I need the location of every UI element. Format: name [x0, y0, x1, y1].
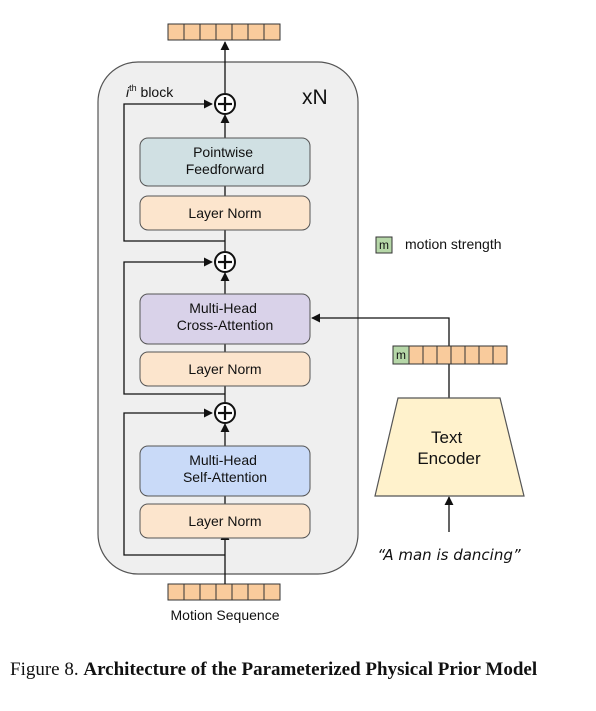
layer-norm-mid-label: Layer Norm	[188, 361, 261, 377]
layer-norm-bottom-label: Layer Norm	[188, 513, 261, 529]
text-encoder-label: Text Encoder	[417, 428, 481, 468]
residual-add-mid	[214, 251, 236, 273]
text-encoder-box	[374, 397, 525, 497]
residual-add-top	[214, 93, 236, 115]
input-label: Motion Sequence	[171, 607, 280, 623]
cross-attention-box	[139, 293, 311, 345]
layer-norm-bottom-box	[139, 503, 311, 539]
cross-attention-label: Multi-Head Cross-Attention	[177, 300, 273, 333]
layer-norm-top-label: Layer Norm	[188, 205, 261, 221]
residual-add-bottom	[214, 402, 236, 424]
repeat-count: xN	[302, 86, 328, 109]
architecture-diagram: ith block xN Motion Sequence	[97, 23, 525, 623]
legend-text: motion strength	[405, 236, 502, 252]
legend-token-label: m	[379, 238, 389, 252]
legend: m motion strength	[375, 236, 502, 254]
ffn-label: Pointwise Feedforward	[186, 144, 265, 177]
pointwise-feedforward-box	[139, 137, 311, 187]
text-token-prefix: m	[396, 348, 406, 362]
layer-norm-mid-box	[139, 351, 311, 387]
input-token-sequence	[167, 583, 281, 601]
block-label: ith block	[126, 83, 174, 100]
text-prompt: “A man is dancing”	[377, 546, 521, 564]
legend-token	[375, 236, 393, 254]
text-token-sequence	[392, 345, 508, 365]
figure-caption: Figure 8. Architecture of the Parameteri…	[10, 656, 584, 683]
layer-norm-top-box	[139, 195, 311, 231]
self-attention-label: Multi-Head Self-Attention	[183, 452, 267, 485]
caption-title: Architecture of the Parameterized Physic…	[83, 659, 538, 680]
self-attention-box	[139, 445, 311, 497]
output-token-sequence	[167, 23, 281, 41]
caption-prefix: Figure 8.	[10, 659, 79, 680]
